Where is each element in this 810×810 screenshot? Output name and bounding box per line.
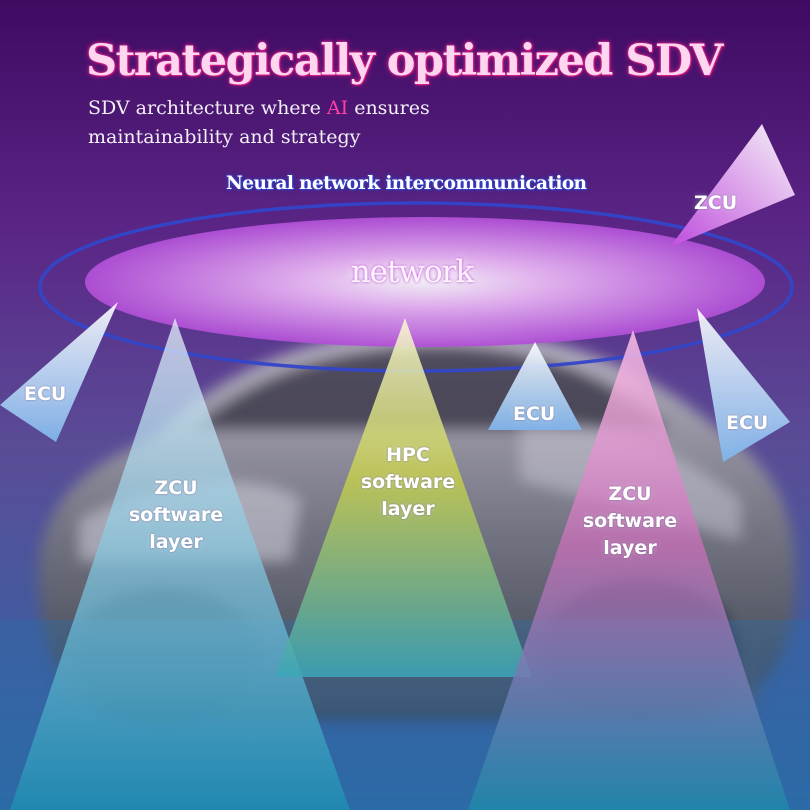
zcu-software-layer-left: [10, 318, 350, 810]
hpc-software-layer-label: HPC software layer: [338, 442, 478, 523]
zcu-software-layer-left-label: ZCU software layer: [106, 475, 246, 556]
subtitle-text-start: SDV architecture where: [88, 97, 327, 119]
zcu-label-tip: ZCU: [694, 192, 738, 214]
hpc-line-2: software: [360, 471, 456, 493]
zcu-left-line-2: software: [128, 504, 224, 526]
network-core: [85, 217, 765, 347]
zcu-node-tip: [670, 124, 795, 247]
ecu-node-center: [488, 342, 582, 430]
zcu-right-line-3: layer: [603, 537, 657, 559]
ecu-label-right: ECU: [726, 412, 769, 434]
network-label: network: [350, 254, 475, 290]
hpc-line-1: HPC: [386, 444, 430, 466]
subtitle-text-end: ensures maintainability and strategy: [88, 97, 430, 148]
ecu-label-left: ECU: [24, 383, 67, 405]
page-subtitle: SDV architecture where AI ensures mainta…: [88, 94, 508, 152]
zcu-right-line-1: ZCU: [608, 483, 652, 505]
hpc-software-layer: [275, 318, 532, 677]
zcu-left-line-3: layer: [149, 531, 203, 553]
page-title: Strategically optimized SDV: [86, 36, 723, 86]
zcu-software-layer-right: [468, 330, 790, 810]
zcu-right-line-2: software: [582, 510, 678, 532]
zcu-software-layer-right-label: ZCU software layer: [560, 481, 700, 562]
hpc-line-3: layer: [381, 498, 435, 520]
zcu-left-line-1: ZCU: [154, 477, 198, 499]
ecu-label-center: ECU: [513, 403, 556, 425]
neural-network-label: Neural network intercommunication: [226, 173, 587, 194]
ecu-node-left: [0, 302, 118, 442]
ai-highlight: AI: [326, 97, 349, 119]
ecu-node-right: [697, 308, 790, 462]
